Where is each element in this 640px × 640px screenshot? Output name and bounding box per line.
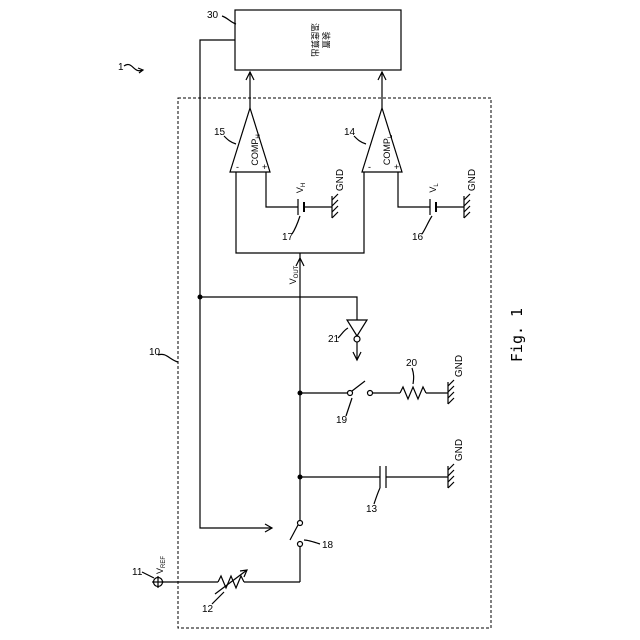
vl-label: VL <box>428 183 440 193</box>
comparator-h-label: COMPH <box>250 134 262 165</box>
vh-gnd-label: GND <box>335 169 346 191</box>
comparator-l-label: COMPL <box>382 134 394 165</box>
resistor12-leader <box>212 592 224 604</box>
control-wire-device-to-switch <box>200 40 272 528</box>
vl-gnd-label: GND <box>467 169 478 191</box>
calc-device-text-line2: 装置 <box>320 31 331 49</box>
junction-switch19 <box>298 391 303 396</box>
vh-ground-symbol <box>332 194 338 218</box>
enclosure-ref-label: 10 <box>149 347 161 358</box>
inverter-leader <box>338 328 348 338</box>
resistor20-leader <box>412 368 414 384</box>
calc-device-ref: 30 <box>207 10 219 21</box>
capacitor13-leader <box>374 488 380 504</box>
inverter-input-wire <box>200 297 357 320</box>
device-ref-leader <box>124 64 142 70</box>
switch18-leader <box>304 540 320 544</box>
vref-label: VREF <box>155 556 167 574</box>
vref-leader <box>142 572 154 578</box>
switch18-blade <box>290 525 298 540</box>
junction-control <box>198 295 203 300</box>
inverter-triangle <box>347 320 367 336</box>
enclosure-ref-leader <box>158 354 178 362</box>
calc-device-text-line1: 温度算出 <box>309 23 320 57</box>
figure-caption: Fig. 1 <box>508 308 526 362</box>
switch18-contact-bottom <box>298 542 303 547</box>
comparator-l-minus: - <box>368 162 371 172</box>
vh-label: VH <box>295 183 307 193</box>
capacitor13-ref: 13 <box>366 504 378 515</box>
comparator-l-plus: + <box>394 162 399 172</box>
calc-device-leader <box>222 16 236 24</box>
inverter-ref: 21 <box>328 334 340 345</box>
vh-leader <box>292 216 300 234</box>
junction-capacitor <box>298 475 303 480</box>
comparator-h-minus: - <box>236 162 239 172</box>
switch19-contact-b <box>368 391 373 396</box>
vout-label: VOUT <box>288 265 300 284</box>
gnd-label-13: GND <box>454 439 465 461</box>
switch19-blade <box>352 381 365 391</box>
switch18-ref: 18 <box>322 540 334 551</box>
vl-wire <box>398 172 430 207</box>
resistor20-zigzag <box>400 387 426 399</box>
comparator-h-leader <box>224 136 236 144</box>
comparator-h-plus: + <box>262 162 267 172</box>
gnd-symbol-13 <box>448 464 454 488</box>
gnd-label-20: GND <box>454 355 465 377</box>
resistor12-ref: 12 <box>202 604 214 615</box>
comparator-l-leader <box>354 136 366 144</box>
switch19-ref: 19 <box>336 415 348 426</box>
vref-ref: 11 <box>132 567 143 578</box>
switch19-leader <box>346 398 352 416</box>
vl-leader <box>422 216 432 234</box>
vh-wire <box>266 172 298 207</box>
resistor12-variable-arrow <box>215 570 247 594</box>
calc-device-text-group: 温度算出 装置 <box>309 23 331 57</box>
vl-ground-symbol <box>464 194 470 218</box>
gnd-symbol-20 <box>448 380 454 404</box>
switch18-contact-top <box>298 521 303 526</box>
resistor20-ref: 20 <box>406 358 418 369</box>
switch19-contact-a <box>348 391 353 396</box>
device-ref-label: 1 <box>118 62 124 73</box>
